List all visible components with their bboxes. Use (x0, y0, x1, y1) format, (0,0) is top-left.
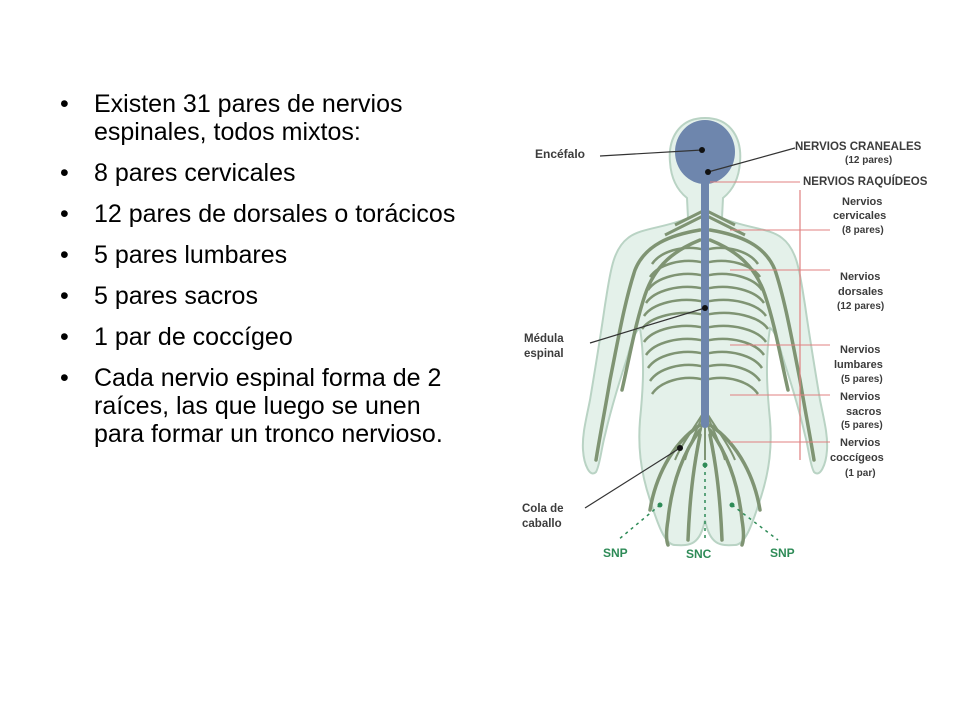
intercostal-nerve-right (704, 259, 762, 278)
label-sacros-1: Nervios (840, 391, 880, 403)
intercostal-nerve-left (644, 285, 706, 304)
label-dorsales-1: Nervios (840, 271, 880, 283)
label-sacros-pares: (5 pares) (841, 420, 883, 431)
label-cervicales-1: Nervios (842, 196, 882, 208)
bullet-item: • Existen 31 pares de nervios espinales, … (58, 90, 458, 146)
bullet-item: • 5 pares lumbares (58, 241, 458, 269)
label-cervicales-pares: (8 pares) (842, 225, 884, 236)
nerve-trunk (708, 238, 790, 392)
label-dorsales-2: dorsales (838, 286, 883, 298)
brain (675, 120, 735, 184)
intercostal-nerve-right (704, 272, 764, 291)
label-craneales-pares: (12 pares) (845, 155, 892, 166)
bullet-item: • 1 par de coccígeo (58, 323, 458, 351)
nerve-trunk (620, 238, 702, 392)
bullet-item: • 5 pares sacros (58, 282, 458, 310)
label-pointers (584, 147, 796, 542)
bullet-dot: • (60, 200, 69, 228)
cola-pointer-dot (677, 445, 683, 451)
label-snp-left: SNP (603, 546, 628, 560)
encefalo-pointer-dot (699, 147, 705, 153)
label-cola-1: Cola de (522, 503, 564, 515)
cervical-branch (704, 208, 736, 227)
cervical-branch (704, 213, 746, 237)
bullet-item: • 12 pares de dorsales o torácicos (58, 200, 458, 228)
craneales-pointer (707, 147, 796, 173)
intercostal-nerve-right (704, 376, 760, 395)
cervical-branch (664, 213, 706, 237)
spinal-cord (701, 178, 709, 428)
bullet-text: Existen 31 pares de nervios espinales, t… (94, 90, 403, 146)
label-coccigeos-pares: (1 par) (845, 468, 876, 479)
intercostal-nerve-left (646, 272, 706, 291)
bullet-dot: • (60, 323, 69, 351)
bullet-text: 12 pares de dorsales o torácicos (94, 200, 456, 228)
label-cola-2: caballo (522, 518, 562, 530)
intercostal-nerve-right (704, 363, 762, 382)
cervical-branch (674, 208, 706, 227)
nerve-trunk (708, 228, 816, 462)
intercostal-nerve-left (642, 324, 706, 343)
label-brackets (710, 181, 830, 460)
nerve-trunk (594, 228, 702, 462)
label-lumbares-pares: (5 pares) (841, 374, 883, 385)
snp-snc-dot (657, 502, 663, 508)
bullet-dot: • (60, 90, 69, 118)
nervous-system-diagram: Encéfalo NERVIOS CRANEALES (12 pares) NE… (522, 116, 928, 561)
intercostal-nerve-right (704, 246, 760, 265)
label-encefalo: Encéfalo (535, 147, 585, 161)
label-sacros-2: sacros (846, 406, 881, 418)
medula-pointer-dot (702, 305, 708, 311)
intercostal-nerve-left (642, 298, 706, 317)
intercostal-nerve-left (650, 246, 706, 265)
intercostal-nerve-left (646, 350, 706, 369)
bullet-dot: • (60, 241, 69, 269)
intercostal-nerve-right (704, 324, 768, 343)
bullet-item: • 8 pares cervicales (58, 159, 458, 187)
bullet-dot: • (60, 159, 69, 187)
bullet-text: 5 pares sacros (94, 282, 258, 310)
intercostal-nerve-right (704, 285, 766, 304)
cola-pointer (584, 447, 681, 509)
encefalo-pointer (599, 149, 703, 157)
intercostal-nerve-left (648, 259, 706, 278)
bullet-list: • Existen 31 pares de nervios espinales, … (58, 90, 458, 461)
snp-snc-dot (729, 502, 735, 508)
label-nervios-craneales: NERVIOS CRANEALES (795, 141, 922, 153)
label-coccigeos-2: coccígeos (830, 452, 884, 464)
intercostal-nerve-right (704, 298, 768, 317)
bullet-dot: • (60, 364, 69, 392)
intercostal-nerve-right (704, 350, 764, 369)
bullet-text: 8 pares cervicales (94, 159, 296, 187)
intercostal-nerve-right (704, 337, 766, 356)
nervous-system-figure: Encéfalo NERVIOS CRANEALES (12 pares) NE… (500, 100, 960, 580)
central-nervous-system (675, 120, 735, 428)
bullet-dot: • (60, 282, 69, 310)
medula-pointer (589, 307, 706, 344)
label-medula-2: espinal (524, 348, 564, 360)
label-snc: SNC (686, 547, 712, 561)
label-coccigeos-1: Nervios (840, 437, 880, 449)
intercostal-nerve-left (648, 363, 706, 382)
bullet-text: 1 par de coccígeo (94, 323, 293, 351)
intercostal-nerve-right (704, 311, 770, 330)
label-nervios-raquideos: NERVIOS RAQUÍDEOS (803, 175, 928, 188)
bullet-item: • Cada nervio espinal forma de 2 raíces, … (58, 364, 458, 448)
intercostal-nerve-left (644, 337, 706, 356)
label-cervicales-2: cervicales (833, 210, 886, 222)
label-dorsales-pares: (12 pares) (837, 301, 884, 312)
label-medula-1: Médula (524, 333, 564, 345)
bullet-text: Cada nervio espinal forma de 2 raíces, l… (94, 364, 443, 448)
snp-snc-pointer (731, 504, 779, 541)
craneales-pointer-dot (705, 169, 711, 175)
snp-snc-dot (702, 462, 708, 468)
snp-snc-pointer (617, 504, 661, 541)
label-snp-right: SNP (770, 546, 795, 560)
label-lumbares-1: Nervios (840, 344, 880, 356)
bullet-text: 5 pares lumbares (94, 241, 288, 269)
label-lumbares-2: lumbares (834, 359, 883, 371)
intercostal-nerve-left (650, 376, 706, 395)
